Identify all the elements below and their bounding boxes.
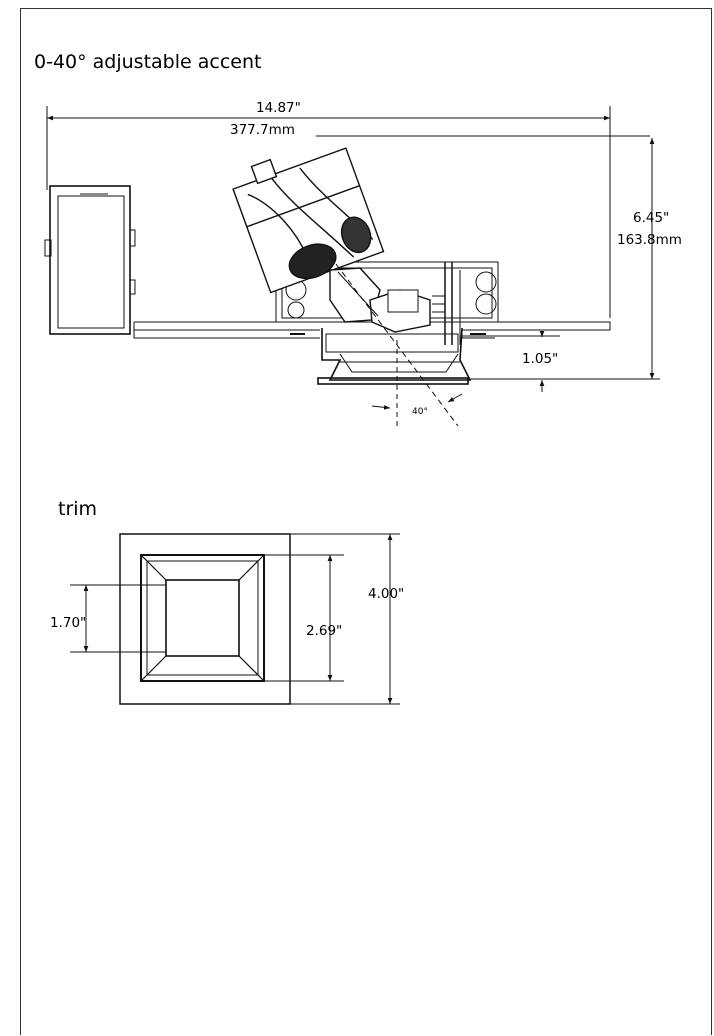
tilt-angle-label: 40° xyxy=(412,407,428,417)
overall-width-mm: 377.7mm xyxy=(230,122,295,138)
trim-inner-dimension xyxy=(70,584,166,653)
trim-inner-size: 1.70" xyxy=(50,615,86,631)
trim-middle-dimension xyxy=(264,554,344,682)
overall-height-dimension: 6.45" 163.8mm xyxy=(470,138,682,380)
overall-width-dimension: 14.87" 377.7mm xyxy=(47,100,650,138)
overall-width-inches: 14.87" xyxy=(256,100,301,116)
trim-section-title: trim xyxy=(58,498,97,520)
trim-outer-dimension xyxy=(290,533,400,705)
overall-height-inches: 6.45" xyxy=(633,210,669,226)
page-title: 0-40° adjustable accent xyxy=(34,51,261,73)
trim-depth-dimension: 1.05" xyxy=(462,331,560,392)
trim-outer-size: 4.00" xyxy=(368,586,404,602)
overall-height-mm: 163.8mm xyxy=(617,232,682,248)
trim-depth-inches: 1.05" xyxy=(522,351,558,367)
trim-middle-size: 2.69" xyxy=(306,623,342,639)
drawing-frame xyxy=(20,8,712,1035)
accent-side-elevation xyxy=(44,106,611,427)
trim-plan-view xyxy=(119,533,291,705)
